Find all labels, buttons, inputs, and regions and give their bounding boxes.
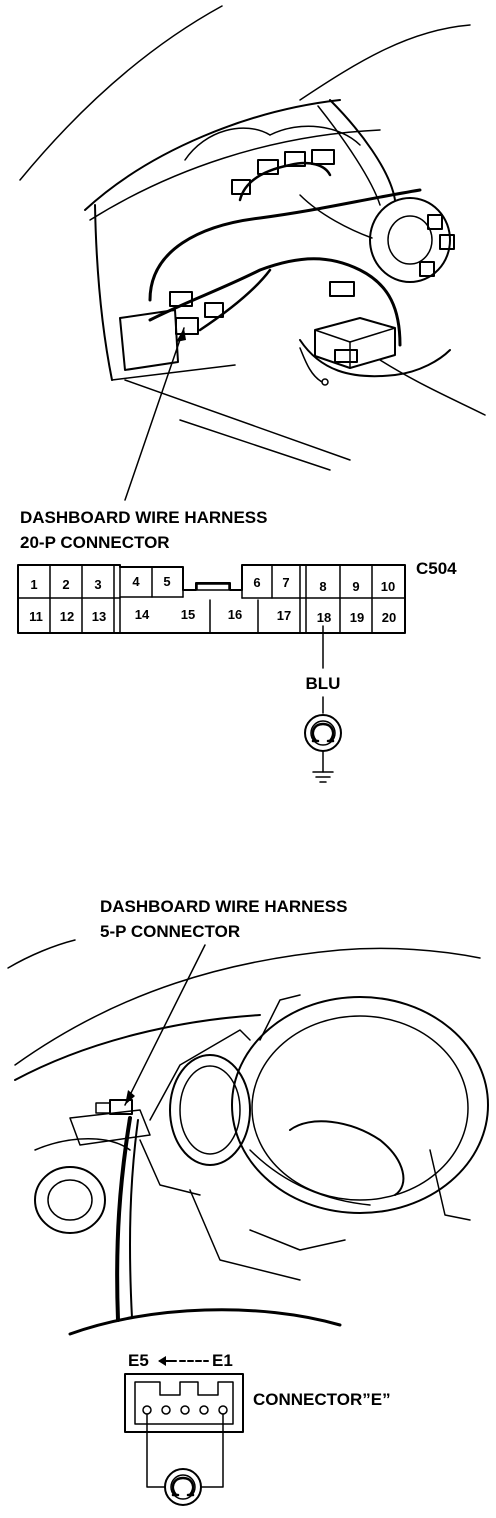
wire-color-label: BLU — [306, 674, 341, 693]
pin-label-16: 16 — [228, 607, 242, 622]
callout-20p-line2: 20-P CONNECTOR — [20, 533, 170, 552]
ohmmeter-icon — [164, 1468, 202, 1506]
connector-e-label: CONNECTOR”E” — [253, 1390, 391, 1409]
dashboard-illustration-top — [19, 5, 486, 501]
pin-e3 — [180, 1405, 190, 1415]
test-circuit-bottom — [146, 1413, 224, 1506]
pin-label-17: 17 — [277, 608, 291, 623]
pin-label-6: 6 — [253, 575, 260, 590]
pin-direction-arrow — [158, 1356, 209, 1366]
ground-check-circuit-top: BLU — [304, 625, 342, 783]
pin-e4 — [161, 1405, 171, 1415]
connector-5p — [124, 1373, 244, 1433]
pin-label-11: 11 — [29, 609, 43, 624]
pin-label-8: 8 — [319, 579, 326, 594]
pin-label-7: 7 — [282, 575, 289, 590]
callout-5p-line1: DASHBOARD WIRE HARNESS — [100, 897, 347, 916]
pin-label-3: 3 — [94, 577, 101, 592]
connector-20p — [17, 564, 406, 634]
pin-label-20: 20 — [382, 610, 396, 625]
pin-label-18: 18 — [317, 610, 331, 625]
pin-label-2: 2 — [62, 577, 69, 592]
pin-e2 — [199, 1405, 209, 1415]
pin-label-14: 14 — [135, 607, 150, 622]
pin-label-10: 10 — [381, 579, 395, 594]
ground-symbol-icon — [312, 771, 334, 783]
pin-label-13: 13 — [92, 609, 106, 624]
pin-range-right-label: E1 — [212, 1351, 233, 1370]
pin-label-12: 12 — [60, 609, 74, 624]
pin-e5 — [142, 1405, 152, 1415]
callout-20p-line1: DASHBOARD WIRE HARNESS — [20, 508, 267, 527]
pin-range-left-label: E5 — [128, 1351, 149, 1370]
pin-label-9: 9 — [352, 579, 359, 594]
pin-label-4: 4 — [132, 574, 140, 589]
callout-5p-line2: 5-P CONNECTOR — [100, 922, 240, 941]
dashboard-illustration-bottom — [7, 939, 489, 1336]
pin-e1 — [218, 1405, 228, 1415]
pin-label-15: 15 — [181, 607, 195, 622]
pin-label-1: 1 — [30, 577, 37, 592]
connector-id-c504: C504 — [416, 559, 457, 578]
pin-label-5: 5 — [163, 574, 170, 589]
ohmmeter-icon — [304, 714, 342, 752]
pin-label-19: 19 — [350, 610, 364, 625]
connector-20p-pin-labels: 1 2 3 4 5 6 7 8 9 10 11 12 13 14 15 16 1… — [29, 574, 396, 625]
